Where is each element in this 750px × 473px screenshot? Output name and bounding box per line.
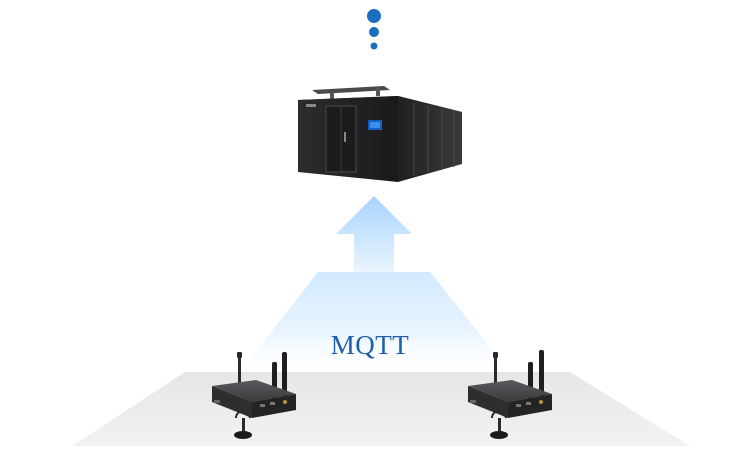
- protocol-label: MQTT: [330, 330, 410, 360]
- router-device-right: [468, 350, 552, 439]
- signal-glow: [240, 272, 510, 372]
- router-device-left: [212, 352, 296, 439]
- upload-arrow-icon: [336, 196, 412, 272]
- floor-plane: [72, 372, 690, 446]
- more-dots-icon: [367, 9, 381, 50]
- data-center-cabinet: [298, 86, 462, 182]
